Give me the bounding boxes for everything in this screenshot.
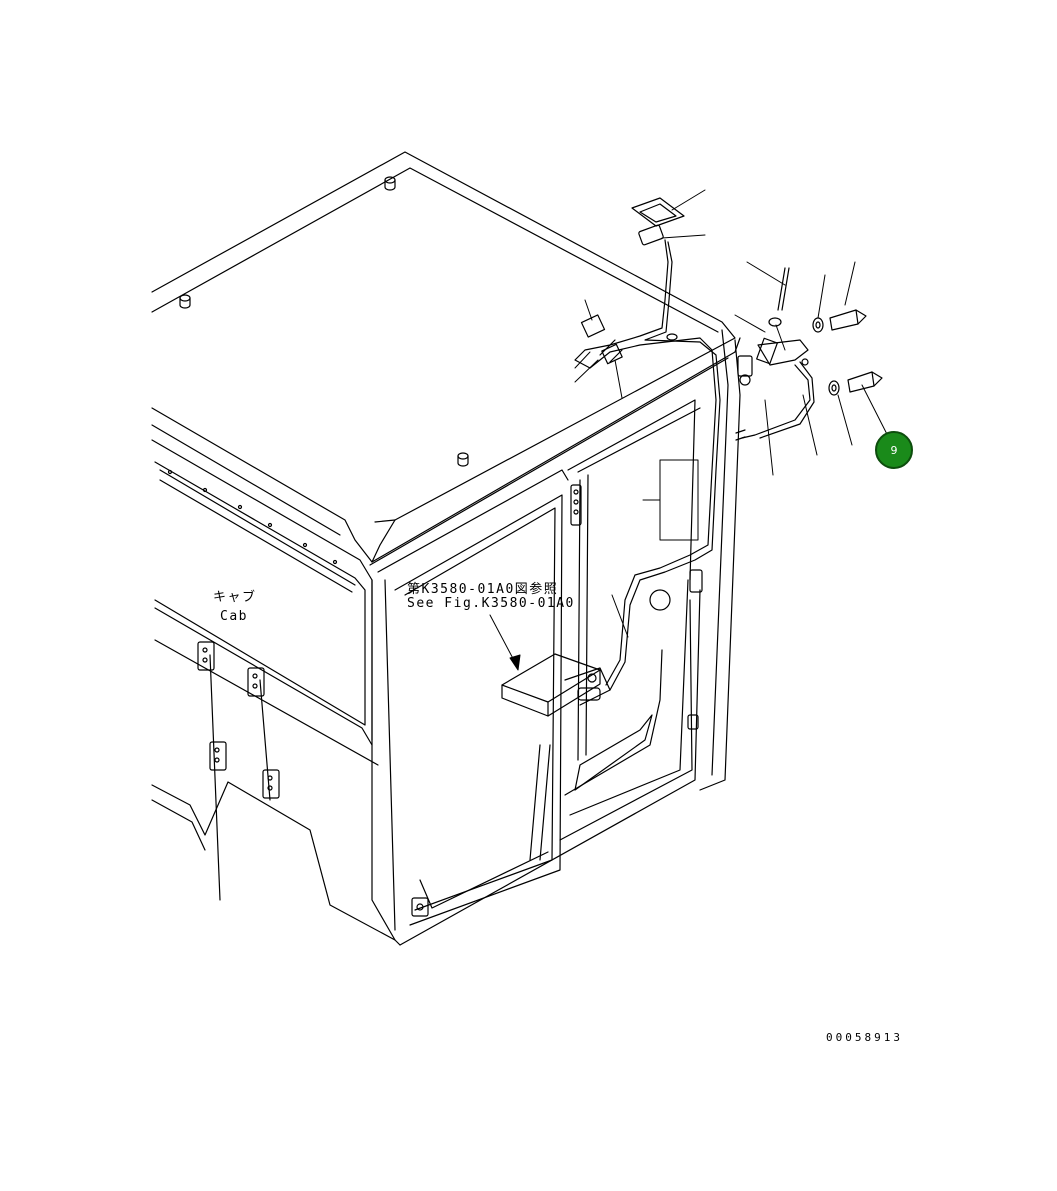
cab-side — [151, 439, 396, 941]
cab-label-english: Cab — [220, 609, 248, 624]
part-callout-9[interactable]: 9 — [875, 431, 913, 469]
controller-unit — [501, 653, 611, 717]
wiring-harness — [574, 197, 815, 691]
reference-label-english: See Fig.K3580-01A0 — [407, 596, 575, 611]
reference-label-japanese: 第K3580-01A0図参照 — [407, 582, 559, 597]
fasteners — [812, 309, 883, 396]
callout-number: 9 — [890, 443, 898, 457]
drawing-number: 00058913 — [826, 1031, 903, 1044]
cab-door — [371, 329, 741, 946]
cab-label-japanese: キャブ — [213, 590, 257, 605]
cab-roof — [151, 151, 741, 566]
leader-lines — [489, 189, 896, 671]
